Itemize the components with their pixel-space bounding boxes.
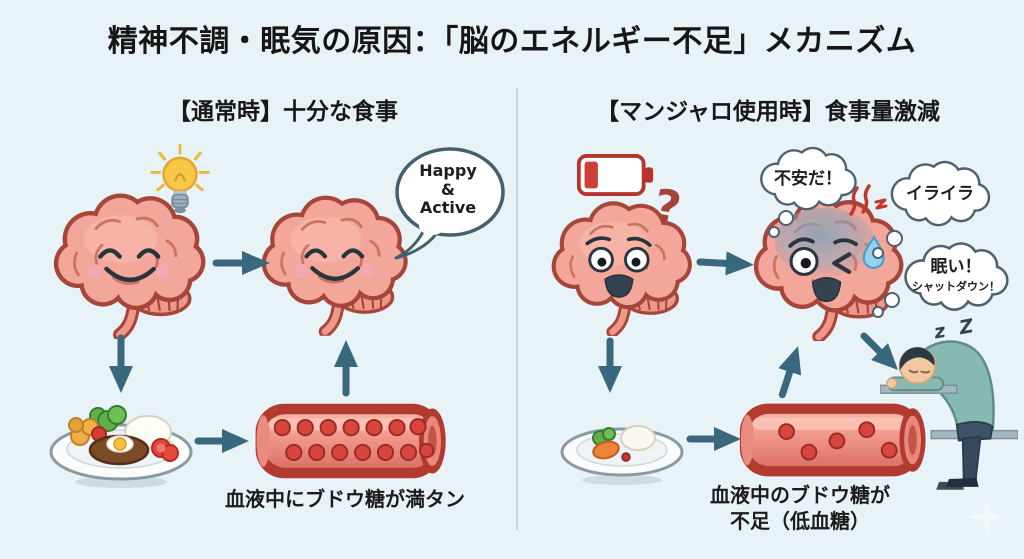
happy-brain-left xyxy=(52,190,210,339)
lightbulb-icon xyxy=(150,143,210,214)
thought-bubble-irritated: イライラ xyxy=(886,160,994,228)
thought-tail-dot xyxy=(872,247,884,259)
arrow-vessel-to-brain-right xyxy=(778,346,802,399)
speech-bubble-happy-active: Happy & Active xyxy=(390,146,506,262)
thought-tail-dot xyxy=(884,292,900,308)
low-battery-icon xyxy=(576,154,654,196)
thought-bubble-irritated-label: イライラ xyxy=(906,183,974,204)
worried-brain xyxy=(550,198,696,336)
speech-bubble-label: Happy & Active xyxy=(419,161,477,218)
arrow-meal-to-vessel-left xyxy=(194,429,249,453)
arrow-brain-to-meal-left xyxy=(109,334,133,393)
thought-bubble-anxious: 不安だ！ xyxy=(756,146,860,212)
arrow-meal-to-vessel-right xyxy=(686,427,741,451)
thought-bubble-sleepy: 眠い！ シャットダウン！ xyxy=(900,240,1012,314)
page-title: 精神不調・眠気の原因：「脳のエネルギー不足」メカニズム xyxy=(107,24,917,59)
arrow-brain-to-meal-right xyxy=(598,337,622,393)
arrow-vessel-to-brain-left xyxy=(334,340,358,397)
thought-tail-dot xyxy=(886,230,903,247)
left-panel-header: 【通常時】十分な食事 xyxy=(168,99,398,125)
thought-tail-dot xyxy=(778,210,794,226)
left-caption: 血液中にブドウ糖が満タン xyxy=(225,487,465,511)
thought-bubble-sleepy-label: 眠い！ xyxy=(930,257,982,277)
right-caption: 血液中のブドウ糖が 不足（低血糖） xyxy=(710,483,890,533)
thought-tail-dot xyxy=(768,226,780,238)
arrow-brain-to-brain-right xyxy=(696,251,754,276)
thought-bubble-anxious-label: 不安だ！ xyxy=(774,168,842,189)
right-panel-header: 【マンジャロ使用時】食事量激減 xyxy=(596,99,940,125)
happy-brain-right xyxy=(260,192,412,336)
full-meal-plate xyxy=(49,405,193,488)
stress-marks-icon xyxy=(849,184,888,216)
thought-tail-dot xyxy=(872,306,884,318)
small-meal-plate xyxy=(560,425,684,485)
panel-divider xyxy=(516,88,518,530)
speech-bubble-shape xyxy=(394,147,505,260)
thought-bubble-sleepy-sublabel: シャットダウン！ xyxy=(912,280,1000,293)
sparkle-watermark xyxy=(968,498,1006,536)
sleeping-person xyxy=(880,340,1018,490)
blood-vessel-low-glucose xyxy=(738,398,934,482)
blood-vessel-full-glucose xyxy=(250,398,458,484)
